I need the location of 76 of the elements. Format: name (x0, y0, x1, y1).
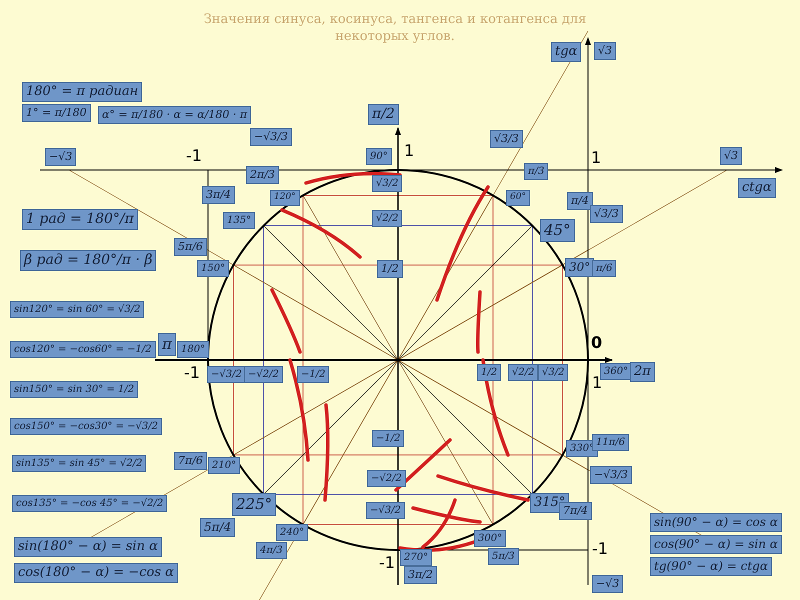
formula-label: 5π/6 (174, 238, 207, 256)
formula-label: −1/2 (297, 366, 330, 383)
formula-label: √3/3 (490, 130, 523, 148)
formula-label: 4π/3 (256, 542, 287, 559)
formula-label: cos150° = −cos30° = −√3/2 (10, 418, 162, 435)
formula-label: π/4 (567, 192, 593, 210)
axis-value: -1 (592, 540, 608, 558)
formula-label: sin135° = sin 45° = √2/2 (12, 455, 146, 472)
formula-label: −1/2 (372, 430, 404, 447)
formula-label: sin120° = sin 60° = √3/2 (10, 301, 144, 318)
formula-label: √3 (594, 42, 616, 60)
formula-label: sin(90° − α) = cos α (650, 513, 782, 532)
formula-label: tg(90° − α) = ctgα (650, 557, 772, 576)
formula-label: 1° = π/180 (22, 104, 91, 122)
formula-label: π (158, 333, 176, 356)
formula-label: ctgα (738, 178, 776, 198)
formula-label: −√3 (592, 575, 624, 594)
formula-label: sin(180° − α) = sin α (14, 537, 162, 558)
formula-label: √3/3 (590, 205, 623, 224)
formula-label: 7π/6 (174, 452, 207, 470)
formula-label: 210° (208, 457, 240, 474)
axis-value: 0 (591, 334, 602, 352)
formula-label: 225° (232, 493, 276, 516)
formula-label: 30° (565, 258, 594, 278)
formula-label: −√2/2 (244, 366, 283, 383)
formula-label: tgα (551, 42, 582, 62)
formula-label: sin150° = sin 30° = 1/2 (10, 381, 138, 398)
formula-label: −√3/2 (366, 502, 405, 519)
formula-label: cos120° = −cos60° = −1/2 (10, 341, 156, 358)
formula-label: cos(90° − α) = sin α (650, 535, 782, 554)
formula-label: 5π/3 (488, 548, 519, 565)
formula-label: 3π/4 (202, 186, 235, 204)
formula-label: π/2 (368, 104, 399, 126)
formula-label: 2π/3 (246, 166, 279, 184)
formula-label: 360° (600, 363, 632, 380)
formula-label: π/6 (592, 260, 616, 277)
axis-value: 1 (591, 149, 602, 167)
formula-label: 5π/4 (200, 518, 236, 538)
formula-label: 2π (630, 362, 655, 382)
formula-label: 7π/4 (559, 502, 592, 520)
formula-label: cos(180° − α) = −cos α (14, 563, 178, 584)
formula-label: 3π/2 (404, 566, 437, 584)
formula-label: √3/2 (372, 175, 402, 192)
formula-label: 150° (197, 260, 230, 277)
formula-label: −√3/3 (590, 466, 632, 484)
formula-label: cos135° = −cos 45° = −√2/2 (12, 495, 168, 512)
formula-label: √2/2 (372, 210, 402, 227)
axis-value: -1 (379, 554, 395, 572)
formula-label: −√3 (45, 148, 76, 166)
formula-label: 90° (366, 148, 392, 165)
axis-value: 1 (404, 142, 414, 160)
formula-label: 300° (474, 530, 506, 547)
formula-label: 1 рад = 180°/π (22, 209, 138, 230)
formula-label: 135° (223, 212, 256, 229)
formula-label: 180° = π радиан (22, 82, 142, 102)
formula-label: β рад = 180°/π · β (20, 250, 156, 272)
formula-label: √3/2 (538, 364, 568, 381)
formula-label: 1/2 (477, 364, 502, 381)
formula-label: 240° (276, 524, 308, 541)
formula-label: α° = π/180 · α = α/180 · π (98, 106, 252, 124)
formula-label: 45° (540, 219, 575, 242)
formula-label: −√3/3 (250, 128, 292, 146)
formula-label: 270° (400, 549, 432, 566)
formula-label: −√2/2 (367, 470, 406, 487)
axis-value: -1 (186, 147, 202, 165)
formula-label: 11π/6 (592, 434, 630, 451)
formula-label: 180° (177, 341, 210, 358)
axis-value: 1 (592, 374, 602, 392)
formula-label: √2/2 (508, 364, 538, 381)
formula-label: 1/2 (377, 260, 403, 278)
formula-label: 60° (506, 190, 530, 206)
formula-label: −√3/2 (207, 366, 246, 383)
formula-label: √3 (720, 147, 742, 166)
axis-value: -1 (184, 364, 200, 382)
formula-label: π/3 (524, 163, 548, 180)
formula-label: 120° (270, 190, 300, 206)
